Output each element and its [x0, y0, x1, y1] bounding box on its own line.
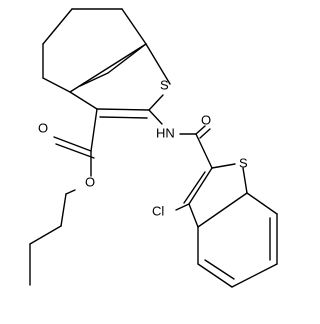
amide-nitrogen-label: HN — [156, 125, 175, 140]
propyl-ester-group — [29, 108, 98, 286]
ester-ether-oxygen-label: O — [85, 174, 95, 189]
sulfur-thiophene-label: S — [160, 77, 169, 92]
amide-oxygen-label: O — [201, 112, 211, 127]
sulfur-benzothiophene-label: S — [239, 155, 248, 170]
chemical-structure-diagram: S HN O O O S Cl — [29, 8, 278, 288]
amide-group — [148, 109, 213, 169]
ester-carbonyl-oxygen-label: O — [38, 120, 48, 135]
chlorine-label: Cl — [152, 203, 164, 218]
cyclohexene-ring — [42, 8, 147, 93]
thiophene-ring — [69, 43, 171, 119]
atom-labels: S HN O O O S Cl — [38, 77, 248, 218]
benzothiophene-ring — [175, 163, 278, 288]
